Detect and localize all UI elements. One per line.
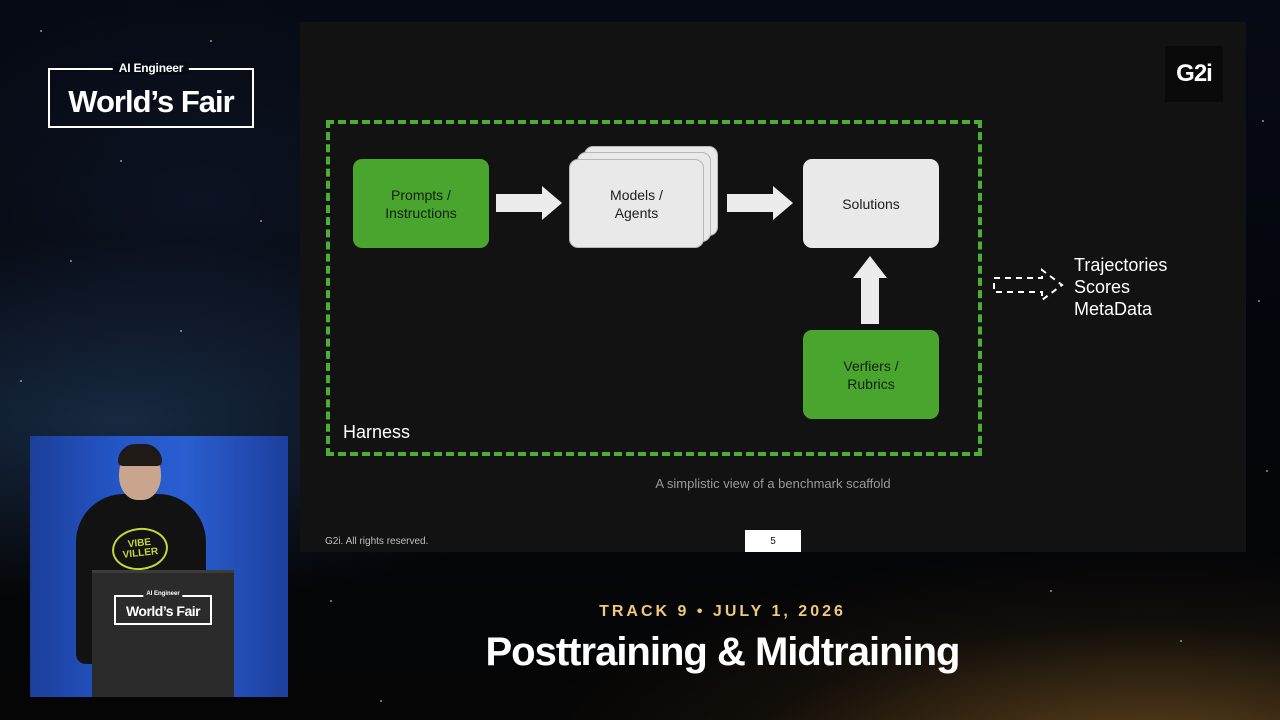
podium-logo: AI Engineer World’s Fair xyxy=(114,591,212,625)
track-info: TRACK 9 • JULY 1, 2026 xyxy=(599,603,846,620)
speaker-camera: VIBE VILLER AI Engineer World’s Fair xyxy=(30,436,288,697)
slide-caption: A simplistic view of a benchmark scaffol… xyxy=(655,476,891,491)
output-item-scores: Scores xyxy=(1074,277,1131,297)
node-verifiers: Verfiers / Rubrics xyxy=(803,330,939,419)
session-title: Posttraining & Midtraining xyxy=(485,630,961,674)
g2i-logo: G2i xyxy=(1165,46,1223,102)
event-logo-kicker: AI Engineer xyxy=(112,61,190,75)
event-logo: AI Engineer World’s Fair xyxy=(48,61,254,128)
speaker-hair xyxy=(118,444,162,466)
harness-label: Harness xyxy=(343,422,411,442)
podium-logo-kicker: AI Engineer xyxy=(143,591,183,597)
arrow-verifiers-to-solutions xyxy=(853,256,887,324)
node-models: Models / Agents xyxy=(569,159,704,248)
event-logo-name: World’s Fair xyxy=(68,84,234,119)
arrow-models-to-solutions xyxy=(727,186,793,220)
arrow-prompts-to-models xyxy=(496,186,562,220)
slide-page-number: 5 xyxy=(745,530,801,552)
presentation-slide: G2i Harness Prompts / Instructions Model… xyxy=(300,22,1246,552)
podium-logo-name: World’s Fair xyxy=(125,603,201,619)
output-item-trajectories: Trajectories xyxy=(1074,255,1168,275)
output-dashed-arrow xyxy=(993,268,1064,302)
node-prompts: Prompts / Instructions xyxy=(353,159,489,248)
node-solutions: Solutions xyxy=(803,159,939,248)
output-item-metadata: MetaData xyxy=(1074,299,1153,319)
harness-container xyxy=(326,120,982,456)
podium: AI Engineer World’s Fair xyxy=(92,570,234,697)
output-list: Trajectories Scores MetaData xyxy=(1074,254,1167,320)
slide-copyright: G2i. All rights reserved. xyxy=(325,536,429,547)
